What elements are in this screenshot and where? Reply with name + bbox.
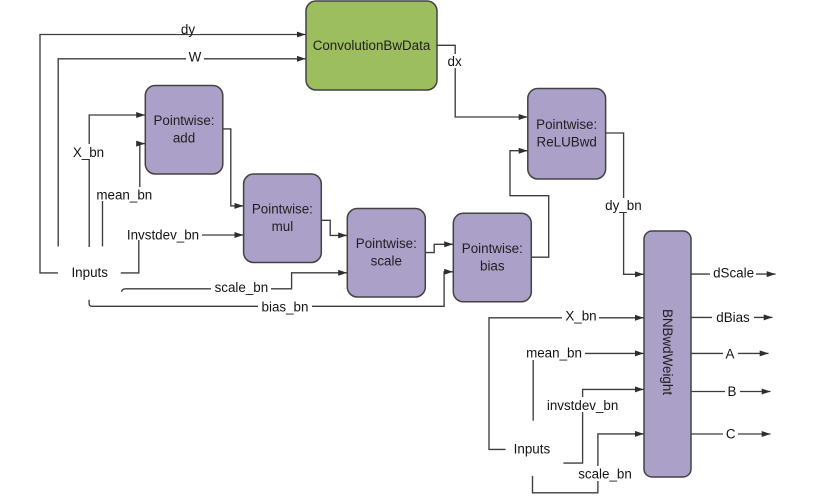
svg-text:Invstdev_bn: Invstdev_bn <box>127 227 199 242</box>
svg-text:W: W <box>189 49 202 64</box>
svg-text:mul: mul <box>272 219 294 234</box>
svg-text:Pointwise:: Pointwise: <box>536 117 597 132</box>
svg-text:dBias: dBias <box>716 310 750 325</box>
svg-text:X_bn: X_bn <box>565 308 596 323</box>
svg-text:invstdev_bn: invstdev_bn <box>547 398 618 413</box>
svg-text:bias: bias <box>480 258 505 273</box>
svg-text:scale_bn: scale_bn <box>578 467 632 482</box>
svg-text:BNBwdWeight: BNBwdWeight <box>660 309 675 395</box>
svg-text:B: B <box>728 384 737 399</box>
svg-text:A: A <box>726 346 735 361</box>
svg-text:dScale: dScale <box>713 266 754 281</box>
svg-text:ReLUBwd: ReLUBwd <box>537 135 597 150</box>
svg-text:Pointwise:: Pointwise: <box>462 241 523 256</box>
svg-text:Pointwise:: Pointwise: <box>252 202 313 217</box>
svg-text:ConvolutionBwData: ConvolutionBwData <box>313 38 431 53</box>
svg-text:scale: scale <box>371 254 402 269</box>
svg-text:add: add <box>173 131 195 146</box>
svg-text:scale_bn: scale_bn <box>215 280 269 295</box>
svg-text:dx: dx <box>448 54 462 69</box>
svg-text:C: C <box>726 427 736 442</box>
svg-text:dy: dy <box>181 22 195 37</box>
svg-text:dy_bn: dy_bn <box>605 198 641 213</box>
svg-text:X_bn: X_bn <box>73 145 104 160</box>
svg-text:Inputs: Inputs <box>514 442 551 457</box>
svg-text:mean_bn: mean_bn <box>96 188 152 203</box>
svg-text:mean_bn: mean_bn <box>526 346 582 361</box>
svg-text:Pointwise:: Pointwise: <box>356 236 417 251</box>
svg-text:Inputs: Inputs <box>71 265 108 280</box>
svg-text:Pointwise:: Pointwise: <box>153 113 214 128</box>
svg-text:bias_bn: bias_bn <box>262 300 309 315</box>
